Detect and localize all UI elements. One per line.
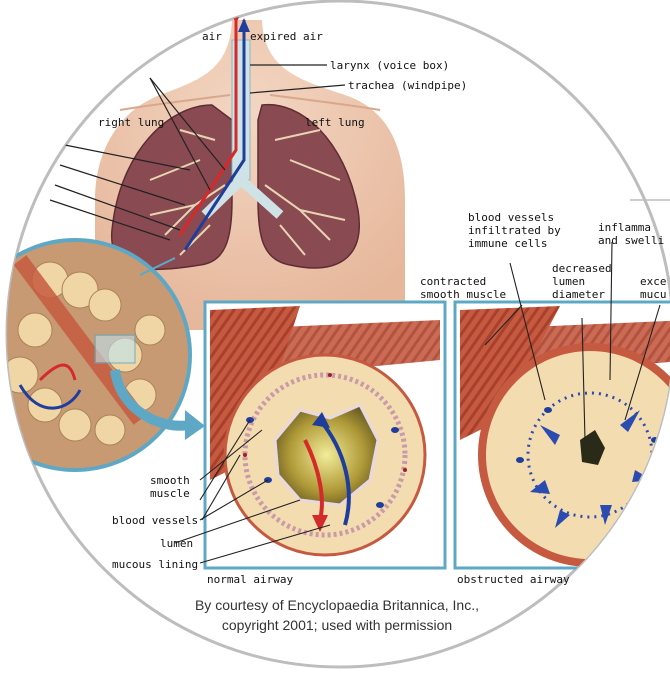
label-blood-vessels: blood vessels: [112, 514, 198, 527]
label-contracted-1: contracted: [420, 275, 486, 288]
label-decreased-lumen-3: diameter: [552, 288, 605, 301]
label-mucous-lining: mucous lining: [112, 558, 198, 571]
label-larynx: larynx (voice box): [330, 59, 449, 72]
label-lumen: lumen: [160, 537, 193, 550]
label-blood-vessels-infiltrated-1: blood vessels: [468, 211, 554, 224]
label-excess-mucus-1: exce: [640, 275, 667, 288]
label-contracted-2: smooth muscle: [420, 288, 506, 301]
label-inspired-air: air: [202, 30, 222, 43]
label-inflammation-1: inflamma: [598, 221, 651, 234]
label-expired-air: expired air: [250, 30, 323, 43]
credit-line-2: copyright 2001; used with permission: [222, 617, 452, 633]
label-smooth-muscle-2: muscle: [150, 487, 190, 500]
credit-line-1: By courtesy of Encyclopaedia Britannica,…: [195, 597, 479, 613]
label-excess-mucus-2: mucu: [640, 288, 667, 301]
label-blood-vessels-infiltrated-3: immune cells: [468, 237, 547, 250]
label-right-lung: right lung: [98, 116, 164, 129]
label-decreased-lumen-2: lumen: [552, 275, 585, 288]
label-obstructed-airway: obstructed airway: [457, 573, 570, 586]
label-blood-vessels-infiltrated-2: infiltrated by: [468, 224, 561, 237]
label-inflammation-2: and swelli: [598, 234, 664, 247]
label-left-lung: left lung: [305, 116, 365, 129]
label-trachea: trachea (windpipe): [348, 79, 467, 92]
label-normal-airway: normal airway: [207, 573, 293, 586]
label-smooth-muscle-1: smooth: [150, 474, 190, 487]
label-decreased-lumen-1: decreased: [552, 262, 612, 275]
